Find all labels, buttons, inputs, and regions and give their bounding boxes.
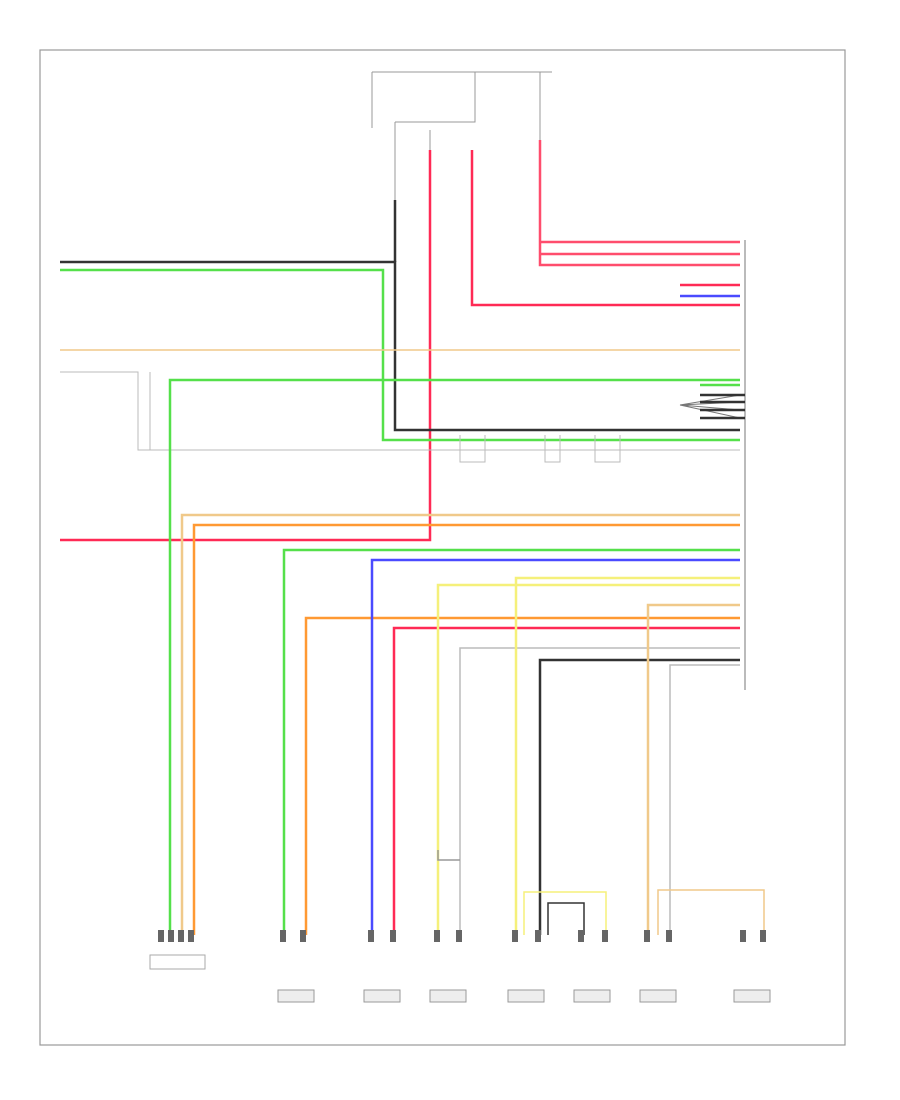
speaker-bridges — [437, 850, 765, 935]
speaker-2 — [363, 989, 401, 1003]
speaker-6 — [639, 989, 677, 1003]
diagram-frame — [39, 49, 846, 1046]
ground-wires — [60, 371, 740, 463]
speaker-5 — [573, 989, 611, 1003]
speaker-1 — [277, 989, 315, 1003]
amplifier — [149, 954, 206, 970]
speaker-3 — [429, 989, 467, 1003]
amp-connector-pins — [679, 240, 746, 690]
speaker-7 — [733, 989, 771, 1003]
speaker-row — [277, 989, 771, 1003]
top-connector-area — [371, 71, 552, 200]
speaker-connectors — [158, 930, 766, 942]
speaker-wires — [168, 378, 740, 935]
input-wires — [60, 200, 740, 442]
amp-pin-black — [700, 393, 745, 420]
power-wires — [60, 140, 740, 542]
speaker-4 — [507, 989, 545, 1003]
